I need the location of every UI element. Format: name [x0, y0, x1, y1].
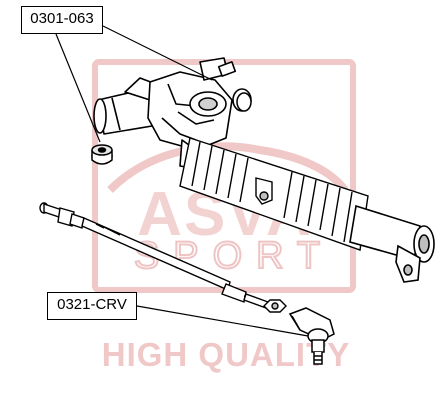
- lock-nut: [263, 299, 287, 313]
- leader-top-to-bushing: [55, 33, 101, 143]
- leader-bottom-to-tie-rod-end: [136, 305, 309, 337]
- pinion-bushing-part: [236, 92, 252, 112]
- mount-bushing-part: [91, 144, 113, 165]
- tie-rod-end-part: [288, 307, 335, 365]
- leader-lines: [55, 25, 309, 337]
- rack-mid-bracket: [255, 177, 273, 205]
- leader-top-to-valve: [102, 25, 213, 81]
- part-number-callout-bottom: 0321-CRV: [47, 292, 137, 320]
- part-number-callout-top: 0301-063: [21, 6, 103, 34]
- watermark-car-silhouette: [107, 142, 349, 193]
- rack-boot: [179, 137, 369, 251]
- inner-tie-rod: [39, 202, 269, 309]
- rack-right-end: [349, 204, 435, 283]
- watermark-line2: HIGH QUALITY: [102, 336, 351, 373]
